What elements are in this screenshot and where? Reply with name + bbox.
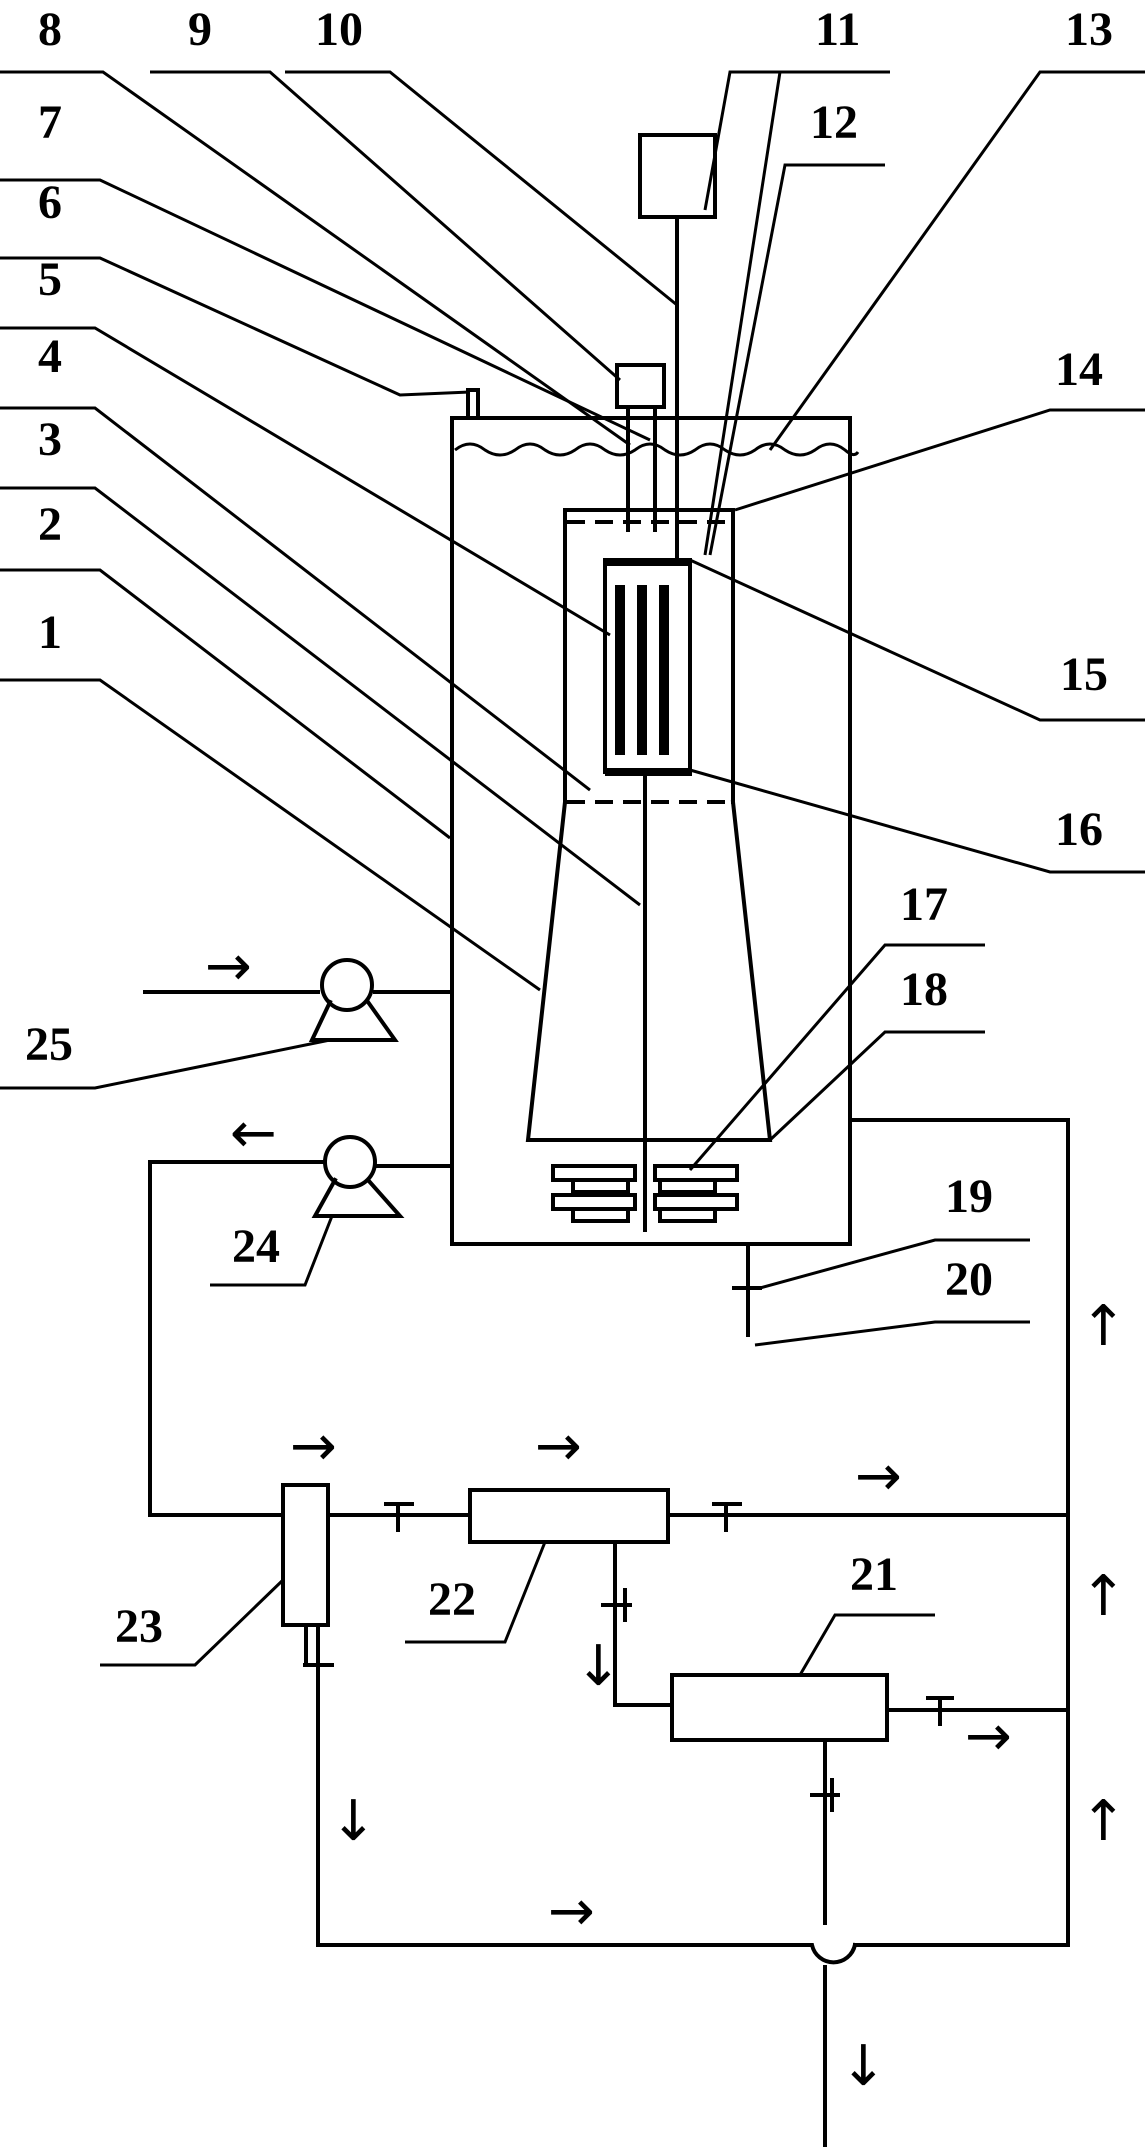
- label-10: 10: [315, 3, 363, 56]
- membrane-module-22: [468, 1488, 670, 1544]
- part-labels: 8 9 10 11 13 7 12 6 5 4 14 3 2 1 15 16 1…: [25, 3, 1113, 1653]
- label-1: 1: [38, 606, 62, 659]
- label-3: 3: [38, 413, 62, 466]
- label-2: 2: [38, 498, 62, 551]
- flow-arrow-down-icon: ↓: [330, 1789, 377, 1854]
- leader-lines: [0, 70, 1145, 1676]
- flow-arrow-down-icon: ↓: [575, 1634, 622, 1699]
- reactor-tank: [450, 388, 860, 1246]
- electrode-assembly: [603, 558, 692, 776]
- label-20: 20: [945, 1253, 993, 1306]
- flow-arrow-up-icon: ↑: [1080, 1789, 1127, 1854]
- label-8: 8: [38, 3, 62, 56]
- feed-pump: [143, 958, 454, 1042]
- filter-23: [281, 1483, 330, 1627]
- label-25: 25: [25, 1018, 73, 1071]
- flow-arrow-right-icon: →: [205, 934, 252, 999]
- liquid-surface: [454, 442, 860, 457]
- label-4: 4: [38, 330, 62, 383]
- flow-arrow-up-icon: ↑: [1080, 1564, 1127, 1629]
- inner-cylinder: [563, 508, 735, 804]
- controller-box: [638, 133, 717, 219]
- label-16: 16: [1055, 803, 1103, 856]
- membrane-module-21: [670, 1673, 889, 1742]
- label-21: 21: [850, 1548, 898, 1601]
- label-13: 13: [1065, 3, 1113, 56]
- label-23: 23: [115, 1600, 163, 1653]
- label-5: 5: [38, 253, 62, 306]
- label-22: 22: [428, 1573, 476, 1626]
- draft-tube: [525, 799, 773, 1142]
- recycle-line: [848, 1118, 1070, 1947]
- label-12: 12: [810, 96, 858, 149]
- flow-arrow-up-icon: ↑: [1080, 1294, 1127, 1359]
- label-17: 17: [900, 878, 948, 931]
- flow-arrow-right-icon: →: [535, 1414, 582, 1479]
- circulation-pump: [148, 1135, 454, 1517]
- label-19: 19: [945, 1170, 993, 1223]
- vent-pipe: [466, 388, 480, 420]
- label-6: 6: [38, 176, 62, 229]
- label-9: 9: [188, 3, 212, 56]
- motor: [615, 363, 666, 409]
- flow-arrow-right-icon: →: [290, 1414, 337, 1479]
- flow-arrow-down-icon: ↓: [840, 2034, 887, 2099]
- flow-arrow-right-icon: →: [965, 1704, 1012, 1769]
- flow-arrow-left-icon: ←: [230, 1101, 277, 1166]
- flow-arrow-right-icon: →: [855, 1444, 902, 1509]
- label-15: 15: [1060, 648, 1108, 701]
- label-24: 24: [232, 1220, 280, 1273]
- impeller: [551, 1164, 739, 1223]
- flow-arrow-right-icon: →: [548, 1879, 595, 1944]
- label-18: 18: [900, 963, 948, 1016]
- label-14: 14: [1055, 343, 1103, 396]
- flow-arrows: → ← ↑ → → → ↑ ↓ → ↓ ↑ → ↓: [205, 934, 1127, 2099]
- label-7: 7: [38, 96, 62, 149]
- label-11: 11: [815, 3, 860, 56]
